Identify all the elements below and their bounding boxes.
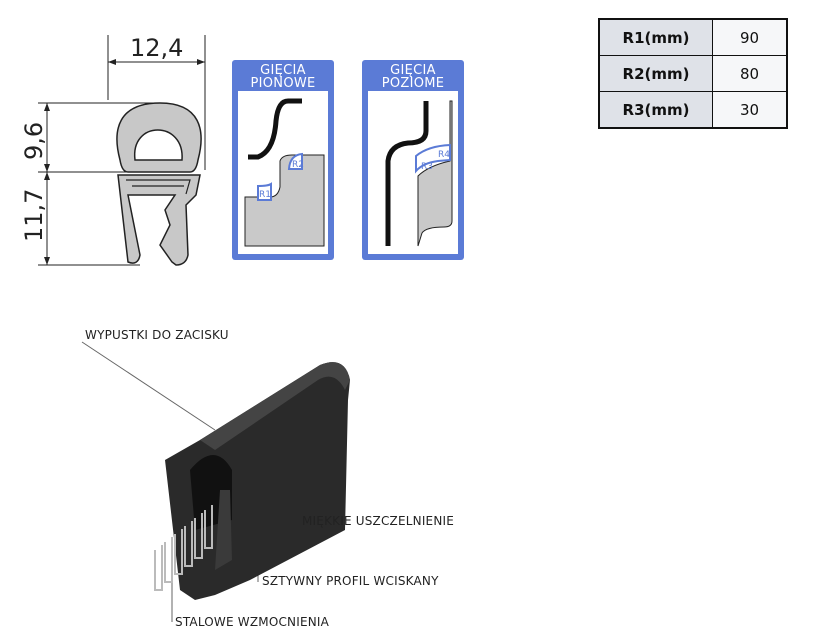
table-row: R3(mm)30 — [598, 91, 788, 129]
badge-r4: R4 — [438, 150, 450, 160]
row-value: 30 — [712, 91, 788, 129]
row-value: 90 — [712, 18, 788, 56]
row-value: 80 — [712, 55, 788, 92]
badge-r2: R2 — [292, 160, 304, 170]
dimension-upper-height: 9,6 — [20, 122, 48, 160]
profile-cross-section-drawing: 12,4 9,6 11,7 — [20, 34, 206, 266]
callout-soft-seal: MIĘKKIE USZCZELNIENIE — [302, 514, 455, 528]
horizontal-bend-illustration: R4 R3 — [385, 100, 453, 247]
row-label: R2(mm) — [598, 55, 713, 92]
product-3d-render — [81, 341, 350, 622]
badge-r1: R1 — [259, 190, 271, 200]
badge-r3: R3 — [421, 162, 433, 172]
vertical-bend-illustration: R2 R1 — [244, 98, 325, 247]
table-row: R2(mm)80 — [598, 55, 788, 92]
panel-title-line2: POZIOME — [381, 76, 445, 91]
panel-title-line2: PIONOWE — [250, 76, 316, 91]
dimension-lower-height: 11,7 — [20, 189, 48, 242]
callout-steel-reinforcement: STALOWE WZMOCNIENIA — [175, 615, 330, 629]
dimension-width: 12,4 — [130, 34, 183, 62]
panel-title-line1: GIĘCIA — [390, 63, 436, 78]
callout-clamp-lugs: WYPUSTKI DO ZACISKU — [85, 328, 229, 342]
radius-spec-table: R1(mm)90 R2(mm)80 R3(mm)30 — [598, 18, 788, 129]
row-label: R1(mm) — [598, 18, 713, 56]
callout-rigid-profile: SZTYWNY PROFIL WCISKANY — [262, 574, 439, 588]
row-label: R3(mm) — [598, 91, 713, 129]
panel-title-line1: GIĘCIA — [260, 63, 306, 78]
table-row: R1(mm)90 — [598, 18, 788, 56]
